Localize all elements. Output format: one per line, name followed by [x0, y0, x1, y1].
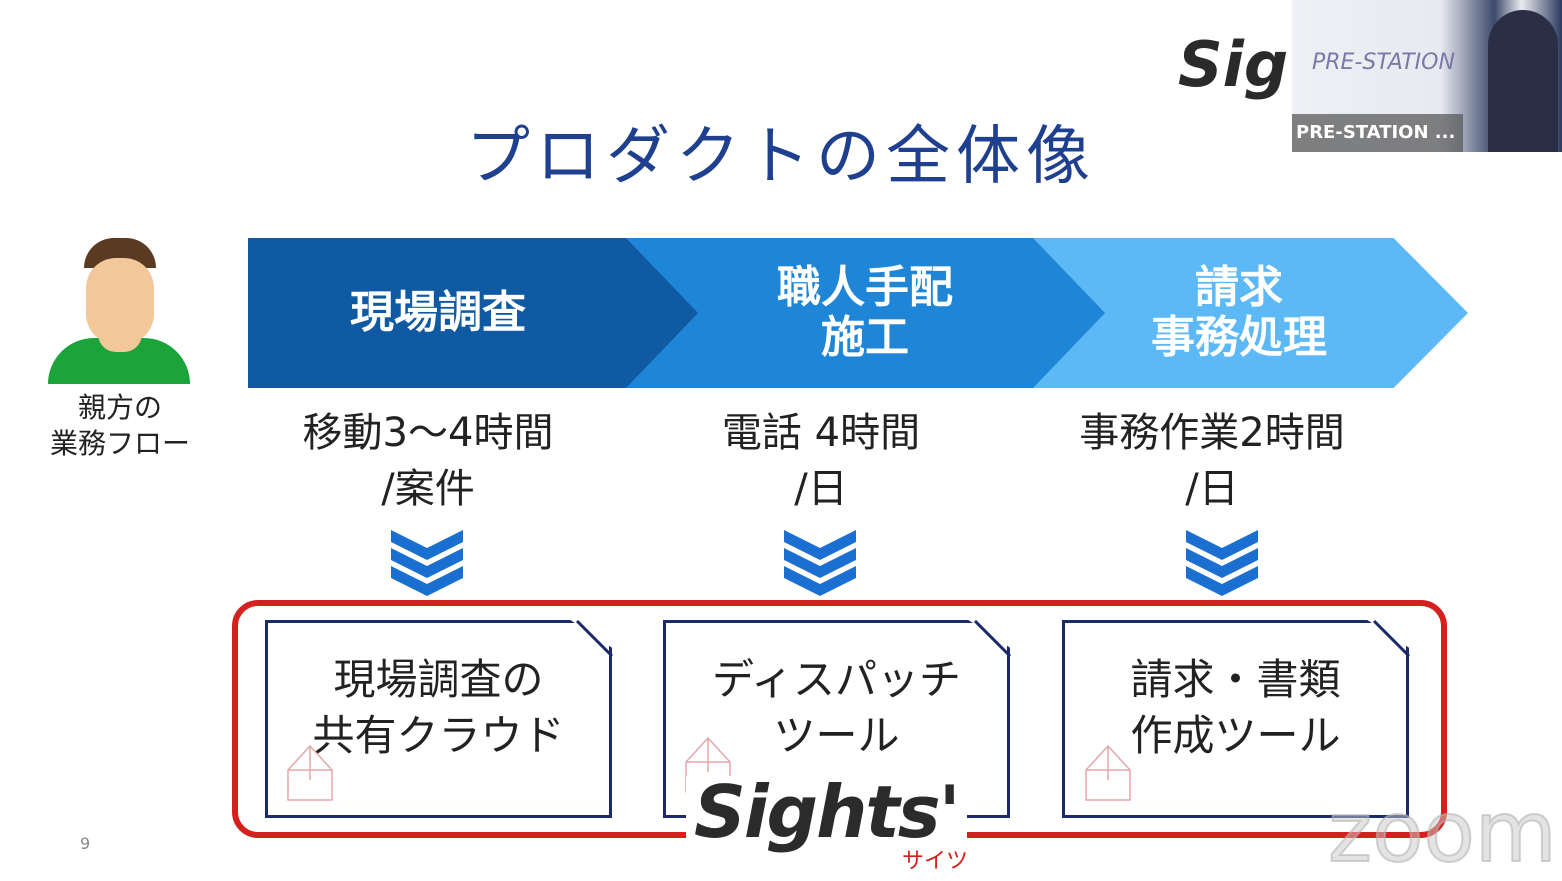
step-time-3: 事務作業2時間 /日 — [1079, 410, 1345, 512]
participant-name: PRE-STATION ... — [1292, 114, 1464, 152]
person-avatar — [48, 238, 190, 384]
sights-logo: Sights' — [686, 776, 967, 848]
card-corner — [973, 620, 1012, 658]
chevron-down-icon — [391, 530, 463, 596]
page-number: 9 — [80, 834, 91, 853]
participant-video[interactable]: PRE-STATION PRE-STATION ... — [1292, 0, 1562, 152]
speaker-figure — [1488, 10, 1558, 152]
step-arrow-2: 職人手配 施工 — [625, 238, 1105, 388]
slide-title: プロダクトの全体像 — [466, 120, 1096, 194]
chevron-down-icon — [784, 530, 856, 596]
tool-card-1: 現場調査の 共有クラウド — [265, 620, 612, 818]
card-corner — [1372, 620, 1411, 658]
step-label: 現場調査 — [350, 287, 526, 338]
logo-partial: Sig — [1178, 28, 1289, 101]
persona-label: 親方の 業務フロー — [49, 391, 190, 460]
zoom-watermark: zoom — [1327, 783, 1558, 881]
logo-text: Sights' — [694, 770, 961, 854]
tool-card-3: 請求・書類 作成ツール — [1062, 620, 1409, 818]
logo-kana: サイツ — [902, 849, 969, 874]
video-backdrop-text: PRE-STATION — [1312, 50, 1455, 75]
step-label: 職人手配 施工 — [777, 262, 953, 363]
step-arrow-1: 現場調査 — [248, 238, 698, 388]
house-icon — [287, 744, 333, 801]
chevron-down-icon — [1186, 530, 1258, 596]
step-time-2: 電話 4時間 /日 — [721, 410, 921, 512]
step-label: 請求 事務処理 — [1151, 262, 1327, 363]
card-corner — [575, 620, 614, 658]
house-icon — [1085, 744, 1131, 801]
step-time-1: 移動3〜4時間 /案件 — [302, 410, 554, 512]
